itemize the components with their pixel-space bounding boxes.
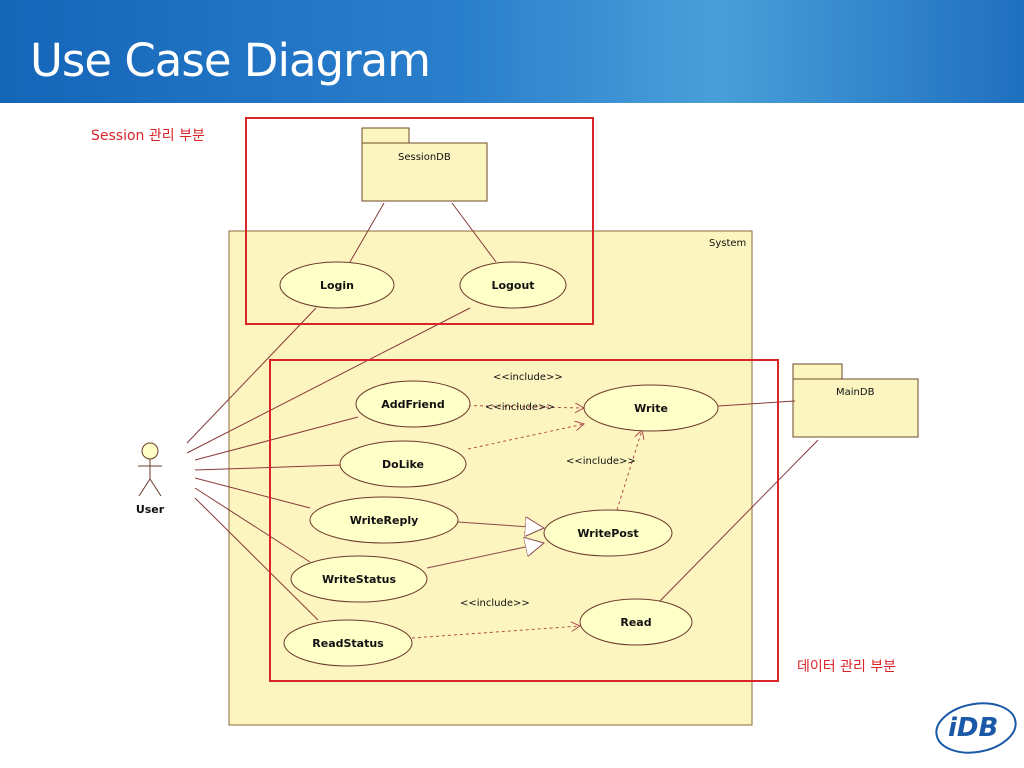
use-case-write-status-label: WriteStatus: [322, 573, 397, 586]
use-case-logout-label: Logout: [491, 279, 534, 292]
include-label-readstatus-read: <<include>>: [460, 598, 530, 609]
use-case-write-post: WritePost: [543, 509, 673, 557]
data-annotation: 데이터 관리 부분: [797, 659, 896, 675]
include-label-top: <<include>>: [493, 372, 563, 383]
use-case-write-label: Write: [634, 402, 668, 415]
use-case-write-post-label: WritePost: [577, 527, 638, 540]
actor-user-icon: [141, 442, 159, 460]
generalizations: [426, 522, 544, 569]
use-case-write: Write: [583, 384, 719, 432]
include-dependencies: [411, 405, 642, 639]
session-db-package: SessionDB: [361, 127, 488, 202]
use-case-login: Login: [279, 261, 395, 309]
system-label: System: [709, 238, 746, 249]
use-case-add-friend: AddFriend: [355, 380, 471, 428]
use-case-write-reply-label: WriteReply: [350, 514, 419, 527]
use-case-do-like-label: DoLike: [382, 458, 424, 471]
use-case-read-status: ReadStatus: [283, 619, 413, 667]
header-bar: Use Case Diagram: [0, 0, 1024, 103]
include-label-writepost-write: <<include>>: [566, 456, 636, 467]
actor-user: [138, 442, 162, 497]
session-annotation: Session 관리 부분: [91, 128, 205, 144]
use-case-read-label: Read: [620, 616, 651, 629]
idb-logo: iDB: [935, 702, 1017, 754]
slide-title: Use Case Diagram: [30, 34, 431, 87]
use-case-logout: Logout: [459, 261, 567, 309]
session-highlight-box: [245, 117, 594, 325]
session-db-label: SessionDB: [398, 152, 451, 163]
associations: [186, 202, 819, 621]
logo-text: iDB: [948, 713, 998, 743]
use-case-write-status: WriteStatus: [290, 555, 428, 603]
use-case-do-like: DoLike: [339, 440, 467, 488]
main-db-label: MainDB: [836, 387, 875, 398]
actor-user-label: User: [136, 503, 165, 516]
use-case-read-status-label: ReadStatus: [312, 637, 384, 650]
include-label-addfriend-write: <<include>>: [485, 402, 555, 413]
main-db-package: MainDB: [792, 363, 919, 438]
use-case-add-friend-label: AddFriend: [381, 398, 444, 411]
data-highlight-box: [269, 359, 779, 682]
use-case-read: Read: [579, 598, 693, 646]
use-case-write-reply: WriteReply: [309, 496, 459, 544]
use-case-login-label: Login: [320, 279, 354, 292]
